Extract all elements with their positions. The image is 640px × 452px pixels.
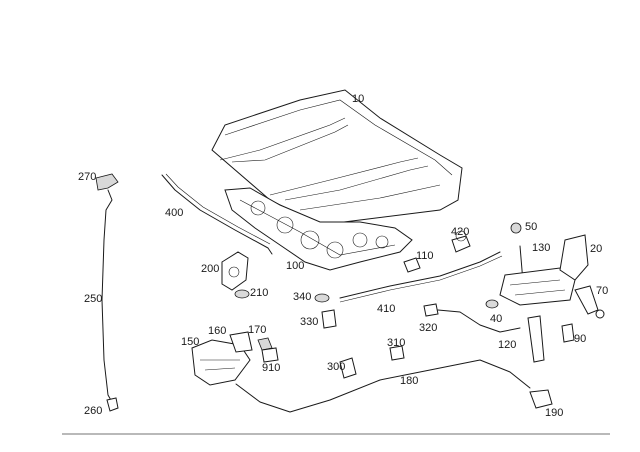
label-180: 180 [400,375,418,387]
label-310: 310 [387,337,405,349]
connector-320 [423,303,439,317]
label-10: 10 [352,93,364,105]
label-400: 400 [165,207,183,219]
label-50: 50 [525,221,537,233]
label-340: 340 [293,291,311,303]
label-420: 420 [451,226,469,238]
clip-110 [403,257,421,273]
grommet-40 [485,299,499,309]
label-300: 300 [327,361,345,373]
latch-assembly [499,222,605,343]
label-90: 90 [574,333,586,345]
seal-strip [161,174,273,255]
label-170: 170 [248,324,266,336]
label-150: 150 [181,336,199,348]
label-200: 200 [201,263,219,275]
label-110: 110 [416,250,434,262]
release-cable [95,173,119,412]
hood-inner-frame [224,187,413,271]
label-190: 190 [545,407,563,419]
label-270: 270 [78,171,96,183]
label-120: 120 [498,339,516,351]
label-160: 160 [208,325,226,337]
label-20: 20 [590,243,602,255]
hood-sensor-120 [527,315,545,363]
trim-rod-410-edge [339,255,503,303]
hinge-assembly [191,331,279,386]
seal-strip-edge [165,173,271,245]
label-410: 410 [377,303,395,315]
label-40: 40 [490,313,502,325]
buffer-420 [451,235,471,253]
label-910: 910 [262,362,280,374]
wiring-cable [437,309,521,333]
grommet-210 [234,289,250,299]
label-100: 100 [286,260,304,272]
switch-300 [339,357,357,379]
buffer-420-cap [455,230,467,242]
label-250: 250 [84,293,102,305]
bolt-330 [321,309,337,329]
label-70: 70 [596,285,608,297]
label-130: 130 [532,242,550,254]
washer-340 [314,293,330,303]
clip-310 [389,345,405,361]
trim-rod-410 [339,251,501,299]
release-190 [529,389,553,409]
label-330: 330 [300,316,318,328]
label-320: 320 [419,322,437,334]
cable-180 [235,359,531,413]
label-260: 260 [84,405,102,417]
label-210: 210 [250,287,268,299]
bracket-200 [221,251,249,291]
